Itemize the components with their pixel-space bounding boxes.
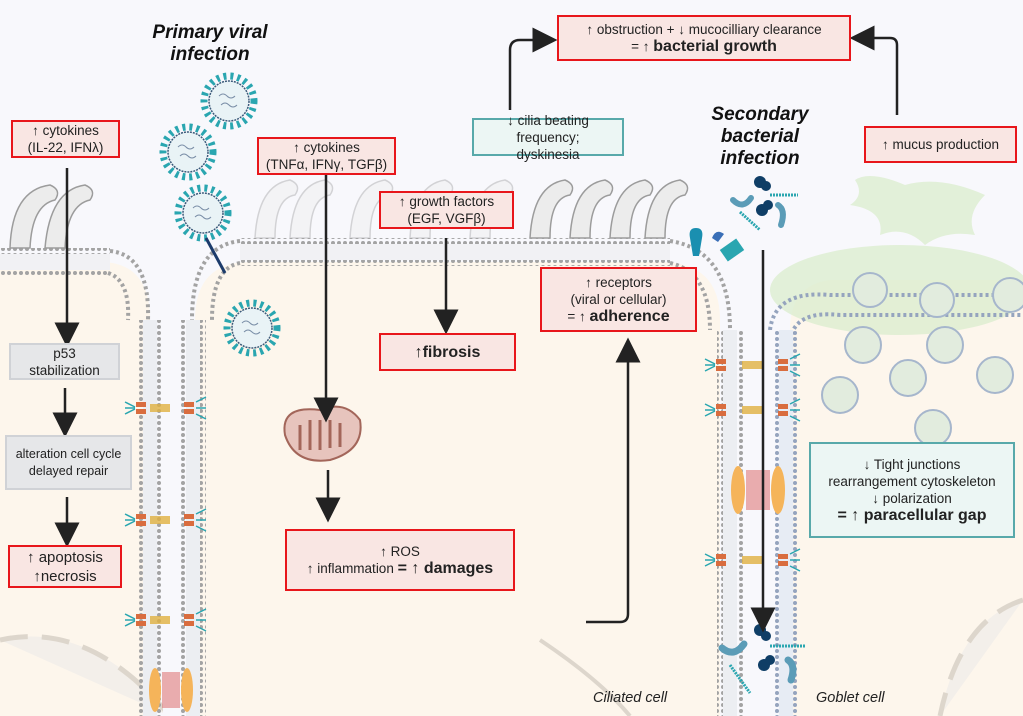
cytokines-tnf-box: ↑ cytokines (TNFα, IFNγ, TGFβ) <box>257 137 396 175</box>
box-text-part: = ↑ <box>631 39 654 54</box>
mucus-icon <box>850 176 985 245</box>
box-text: ↓ cilia beating frequency; <box>507 112 589 145</box>
cell-cycle-box: alteration cell cycle delayed repair <box>5 435 132 490</box>
box-text: ↑ cytokines <box>32 123 99 138</box>
nucleus-left <box>0 634 172 716</box>
cilia-icon <box>9 179 689 249</box>
box-text: (EGF, VGFβ) <box>407 211 486 226</box>
ros-damages-box: ↑ ROS ↑ inflammation = ↑ damages <box>285 529 515 591</box>
box-text: rearrangement cytoskeleton <box>828 474 996 489</box>
tight-junction-icon <box>124 353 801 632</box>
bacteria-icon <box>730 176 798 232</box>
ciliated-cell-label: Ciliated cell <box>593 690 668 706</box>
box-text-part: = ↑ <box>397 560 424 577</box>
box-text: ↑ obstruction + ↓ mucocilliary clearance <box>586 22 822 37</box>
virus-icon <box>159 72 281 357</box>
box-text: = ↑ bacterial growth <box>631 38 777 55</box>
secondary-bacterial-infection-title: Secondary bacterial infection <box>700 104 820 170</box>
box-text: stabilization <box>29 362 100 378</box>
fibrosis-box: ↑fibrosis <box>379 333 516 371</box>
box-text-bold: bacterial growth <box>653 38 777 55</box>
box-text-part: = ↑ <box>567 309 590 324</box>
mucus-vesicle-icon <box>821 272 1023 447</box>
apoptosis-box: ↑ apoptosis ↑necrosis <box>8 545 122 588</box>
box-text: delayed repair <box>28 463 109 478</box>
box-text-bold: = ↑ paracellular gap <box>837 507 987 524</box>
apical-membrane-ciliated <box>190 238 732 331</box>
box-text: ↑ ROS <box>380 544 420 559</box>
title-line: bacterial <box>720 126 800 147</box>
receptor-icon <box>689 228 745 262</box>
adherence-box: ↑ receptors (viral or cellular) = ↑ adhe… <box>540 267 697 332</box>
box-text: dyskinesia <box>516 146 580 162</box>
growth-factors-box: ↑ growth factors (EGF, VGFβ) <box>379 191 514 229</box>
bacterial-growth-box: ↑ obstruction + ↓ mucocilliary clearance… <box>557 15 851 61</box>
box-text: (TNFα, IFNγ, TGFβ) <box>265 157 388 172</box>
box-text: alteration cell cycle <box>15 446 122 461</box>
box-text: ↑ apoptosis <box>27 548 103 566</box>
p53-stabilization-box: p53 stabilization <box>9 343 120 380</box>
box-text: ↓ Tight junctions <box>863 457 961 472</box>
desmosome-icon <box>149 466 785 712</box>
primary-viral-infection-title: Primary viral infection <box>140 22 280 66</box>
box-text: (IL-22, IFNλ) <box>27 140 104 155</box>
box-text-bold: damages <box>423 560 494 577</box>
arrow-to-adherence <box>586 337 641 624</box>
mucus-production-box: ↑ mucus production <box>864 126 1017 163</box>
nucleus-center <box>538 638 632 716</box>
box-text: (viral or cellular) <box>570 292 667 307</box>
apical-membrane-left <box>0 248 151 321</box>
goblet-cell-label: Goblet cell <box>816 690 885 706</box>
damaged-mitochondrion-icon <box>283 405 362 462</box>
cytokines-il22-box: ↑ cytokines (IL-22, IFNλ) <box>11 120 120 158</box>
cilia-beating-box: ↓ cilia beating frequency; dyskinesia <box>472 113 624 162</box>
box-text: ↑ growth factors <box>398 194 495 209</box>
box-text: ↑ cytokines <box>293 140 360 155</box>
title-line: infection <box>170 44 250 65</box>
box-text: p53 <box>53 345 76 361</box>
box-text: ↑ inflammation = ↑ damages <box>307 560 493 577</box>
box-text: ↑ mucus production <box>881 137 1000 152</box>
box-text-bold: adherence <box>589 308 670 325</box>
box-text: ↑fibrosis <box>414 343 481 361</box>
box-text-part: ↑ inflammation <box>306 561 398 576</box>
arrow-mucus-to-growth <box>849 25 899 115</box>
box-text: ↑ receptors <box>585 275 652 290</box>
lateral-membrane-right <box>717 330 799 716</box>
arrows <box>52 25 899 633</box>
tight-junctions-box: ↓ Tight junctions rearrangement cytoskel… <box>809 442 1015 538</box>
title-line: infection <box>720 148 800 169</box>
arrow-cilia-to-growth <box>508 27 558 110</box>
title-line: Primary viral <box>152 22 268 43</box>
box-text: ↓ polarization <box>872 491 952 506</box>
box-text: ↑necrosis <box>33 567 97 585</box>
lateral-membrane-left <box>137 320 206 716</box>
box-text: = ↑ adherence <box>567 308 669 325</box>
nucleus-right <box>937 597 1023 716</box>
title-line: Secondary <box>711 104 809 125</box>
